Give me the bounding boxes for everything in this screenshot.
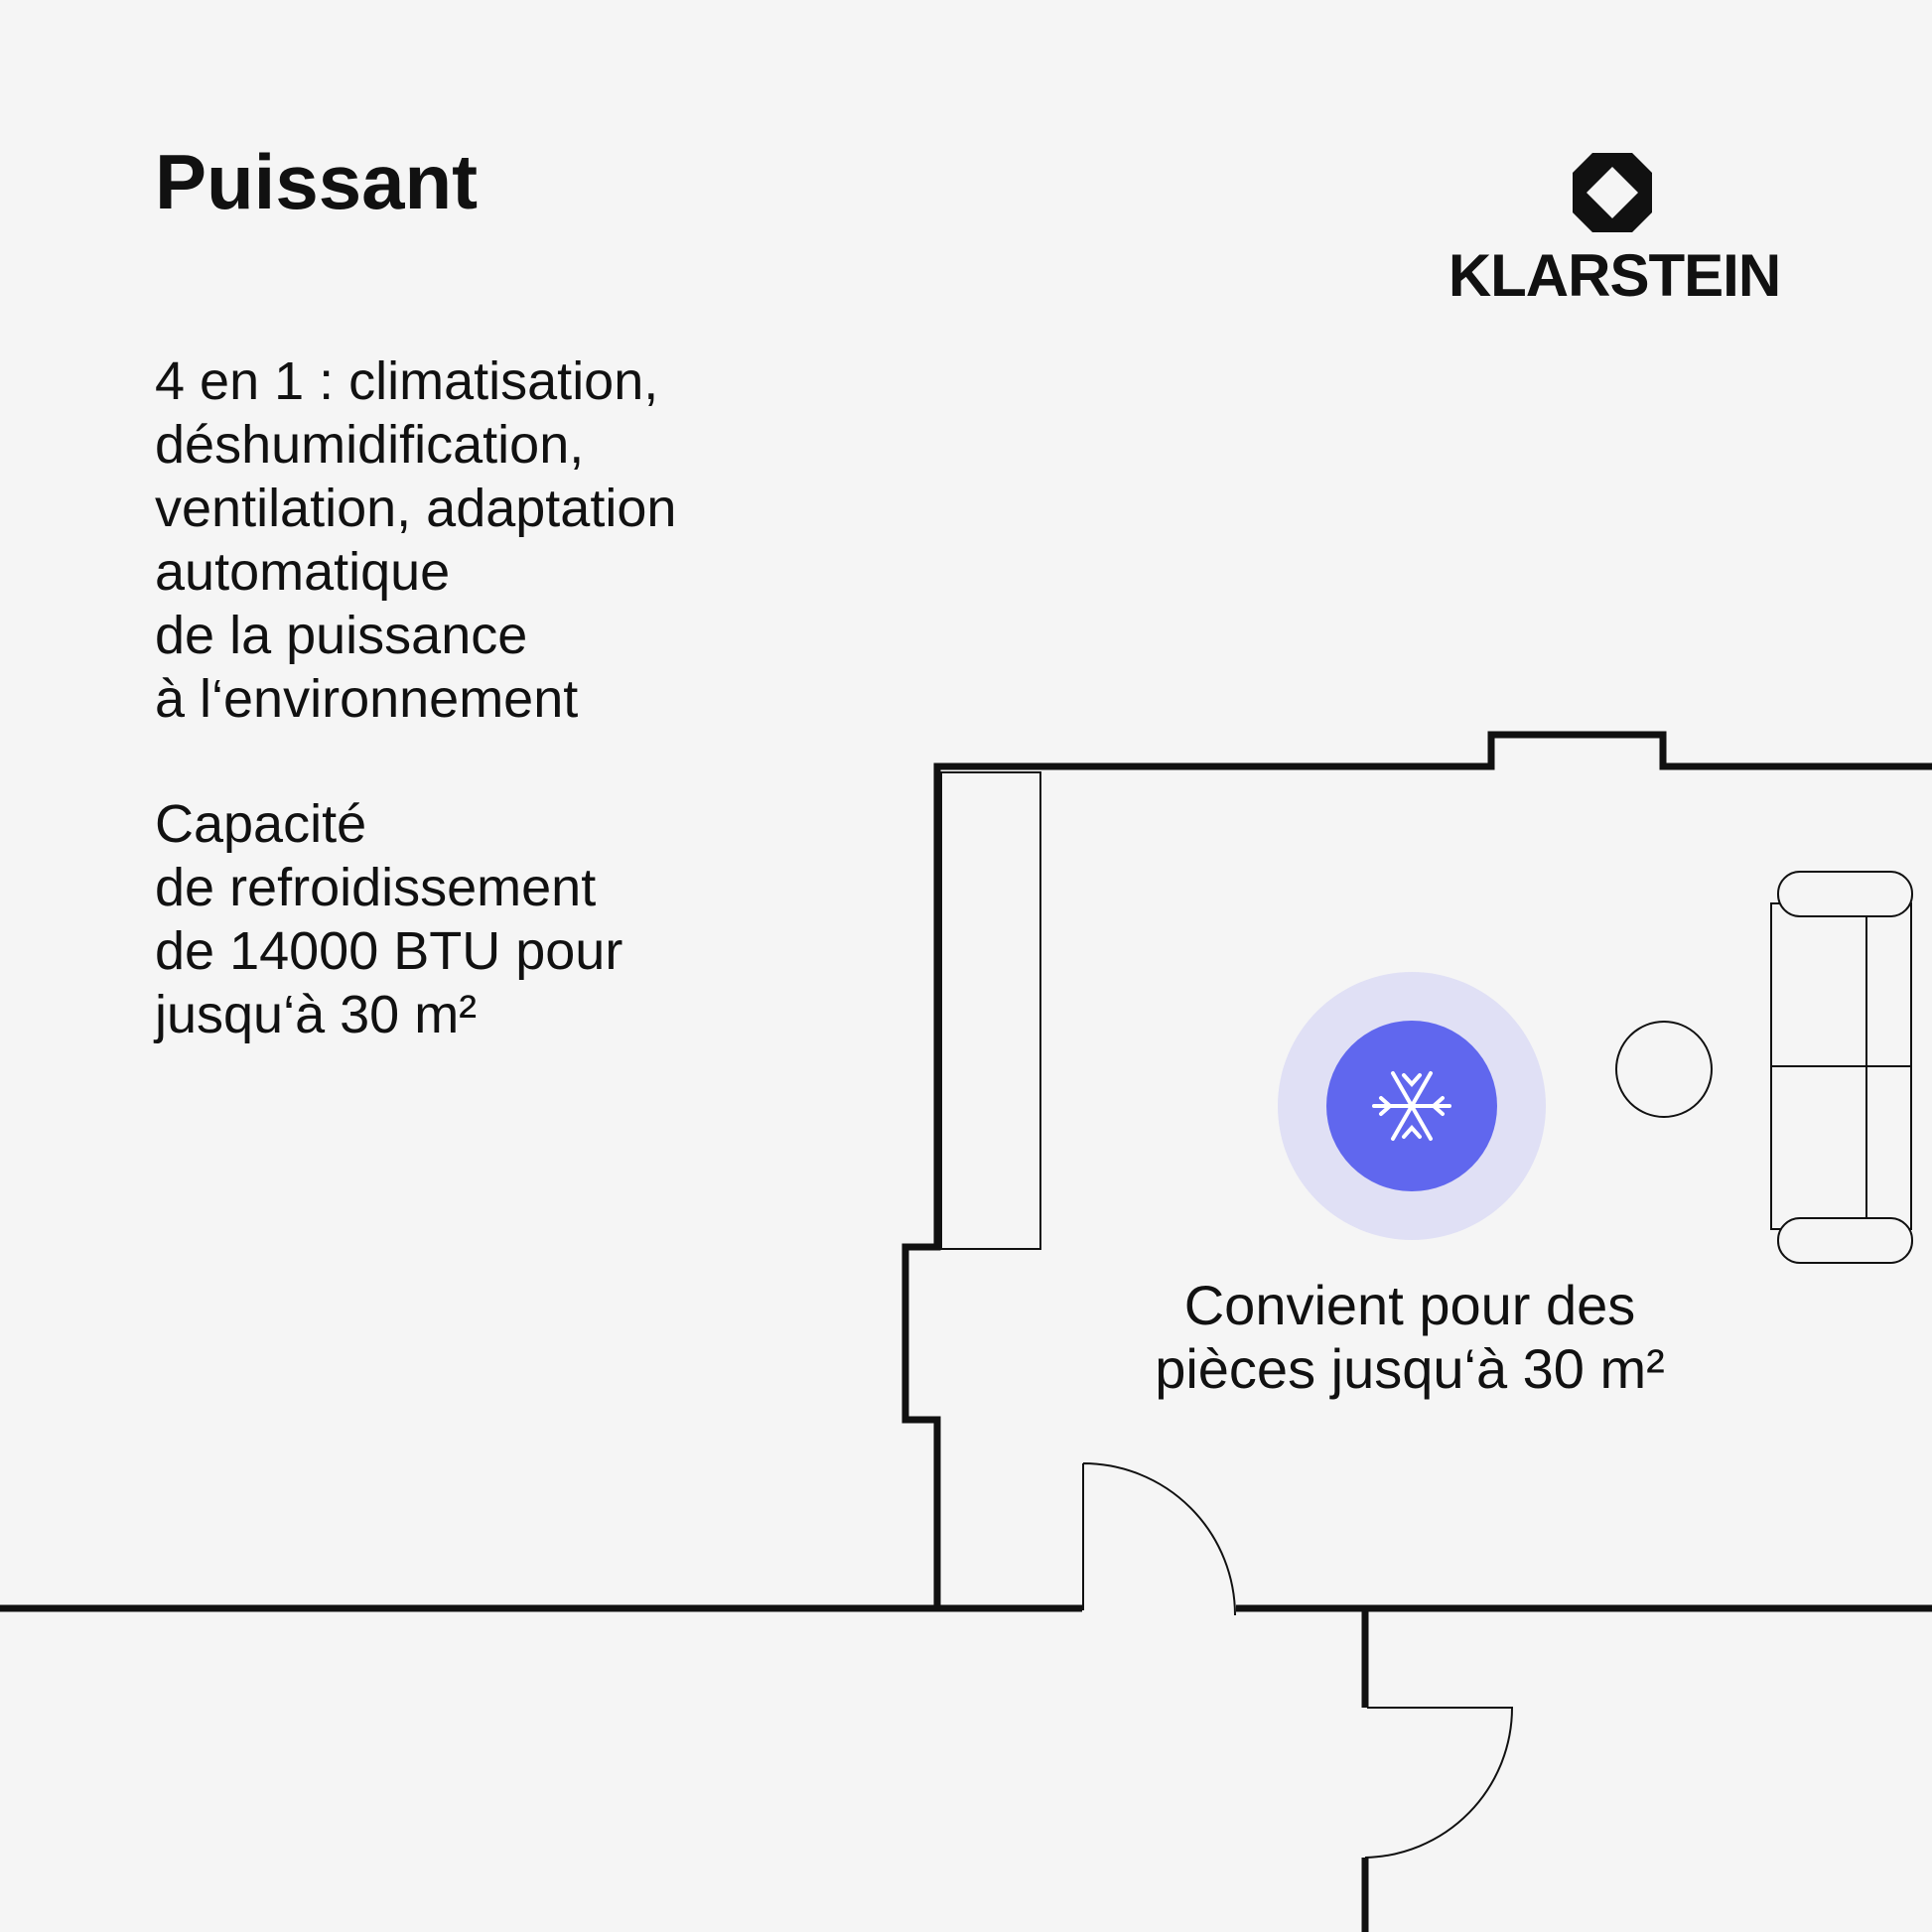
sofa [1770,871,1913,1264]
snowflake-icon [1372,1071,1451,1141]
feature-description: 4 en 1 : climatisation, déshumidificatio… [155,351,677,729]
klarstein-logo-icon [1573,153,1652,232]
room-capacity-label: Convient pour des pièces jusqu‘à 30 m² [1155,1274,1665,1400]
side-table [1615,1021,1713,1118]
radiator [940,771,1041,1250]
door-swing [1364,1707,1514,1859]
page-title: Puissant [155,138,479,225]
room-wall [901,731,1932,1608]
capacity-description: Capacité de refroidissement de 14000 BTU… [155,794,623,1044]
brand-logo: KLARSTEIN [1446,153,1783,312]
brand-name: KLARSTEIN [1448,242,1781,309]
door-swing [1082,1462,1236,1616]
